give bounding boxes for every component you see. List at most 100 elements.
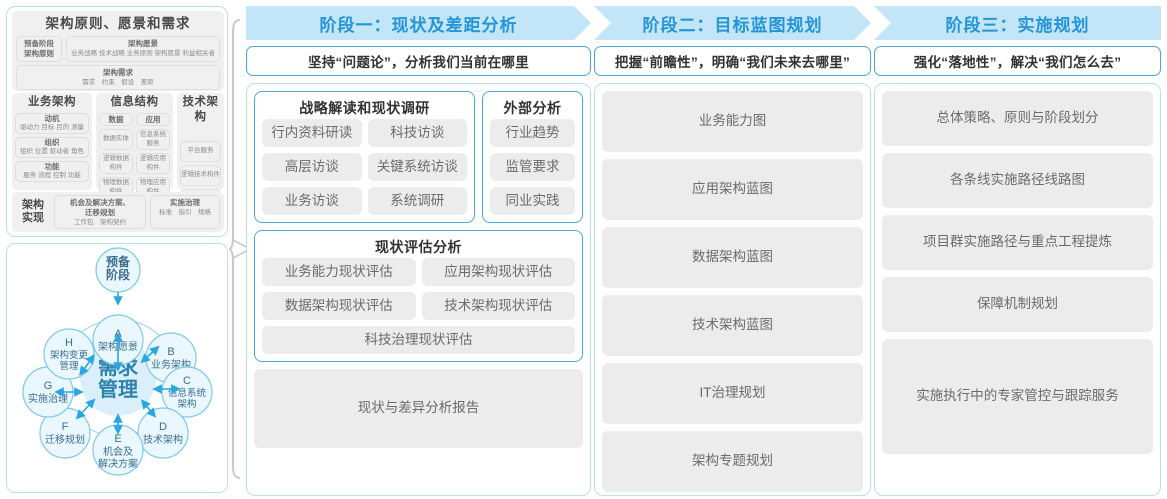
col-header-information: 信息结构 xyxy=(110,96,159,108)
chip-blueprint-3[interactable]: 数据架构蓝图 xyxy=(602,227,863,288)
section-title-principles: 架构原则、愿景和需求 xyxy=(45,16,191,31)
cell-logical-application-component: 逻辑应用构件 xyxy=(136,153,170,174)
chip-strategy-5[interactable]: 业务访谈 xyxy=(262,187,362,215)
phase-3-band-shape xyxy=(874,6,1161,40)
chip-strategy-3[interactable]: 高层访谈 xyxy=(262,153,362,181)
chip-external-3[interactable]: 同业实践 xyxy=(490,187,575,215)
chip-blueprint-5[interactable]: IT治理规划 xyxy=(602,363,863,424)
phase-2-body: 业务能力图 应用架构蓝图 数据架构蓝图 技术架构蓝图 IT治理规划 架构专题规划 xyxy=(594,83,871,496)
phase-2-band-shape xyxy=(594,6,871,40)
cell-physical-app-items: 物理应用构件 xyxy=(140,179,166,195)
adm-center-line-2: 管理 xyxy=(98,377,138,401)
chip-assessment-1[interactable]: 业务能力现状评估 xyxy=(262,258,416,286)
chip-assessment-3[interactable]: 数据架构现状评估 xyxy=(262,292,416,320)
box-preliminary-phase: 预备阶段 架构原则 xyxy=(16,36,62,62)
vision-title: 架构愿景 xyxy=(128,39,158,48)
group-current-state-assessment: 现状评估分析 业务能力现状评估 应用架构现状评估 数据架构现状评估 技术架构现状… xyxy=(254,230,583,362)
adm-node-c-key: C xyxy=(183,375,191,387)
chip-external-2[interactable]: 监管要求 xyxy=(490,153,575,181)
phase-column-3: 阶段三：实施规划 强化“落地性”，解决“我们怎么去” 总体策略、原则与阶段划分 … xyxy=(874,6,1161,496)
adm-node-h-label-1: 架构变更 xyxy=(50,349,89,361)
cell-information-system-service: 信息系统服务 xyxy=(136,129,170,150)
group-strategy-title: 战略解读和现状调研 xyxy=(299,100,430,116)
adm-node-f-key: F xyxy=(62,421,69,433)
cell-function: 功能 服务 流程 控制 功能 xyxy=(15,161,89,182)
cell-organization: 组织 组织 位置 驱动者 角色 xyxy=(15,137,89,158)
cell-data-entity: 数据实体 xyxy=(99,129,133,150)
chip-strategy-2[interactable]: 科技访谈 xyxy=(367,119,467,147)
chip-implementation-1[interactable]: 总体策略、原则与阶段划分 xyxy=(882,91,1153,146)
realization-label-line-2: 实现 xyxy=(22,212,44,224)
chip-assessment-2[interactable]: 应用架构现状评估 xyxy=(421,258,575,286)
adm-node-d-label: 技术架构 xyxy=(143,433,183,446)
chip-strategy-1[interactable]: 行内资料研读 xyxy=(262,119,362,147)
phase-1-top-row: 战略解读和现状调研 行内资料研读 科技访谈 高层访谈 关键系统访谈 业务访谈 系… xyxy=(254,91,583,223)
phase-2-title: 阶段二：目标蓝图规划 xyxy=(642,15,823,35)
phase-3-title: 阶段三：实施规划 xyxy=(945,15,1090,35)
chip-assessment-4[interactable]: 技术架构现状评估 xyxy=(421,292,575,320)
phase-1-body: 战略解读和现状调研 行内资料研读 科技访谈 高层访谈 关键系统访谈 业务访谈 系… xyxy=(246,83,591,496)
chip-implementation-4[interactable]: 保障机制规划 xyxy=(882,277,1153,332)
phase-3-band: 阶段三：实施规划 xyxy=(874,6,1161,40)
box-opportunities-migration: 机会及解决方案、 迁移规划 工作包 架构契约 xyxy=(54,195,146,229)
cell-data-title: 数据 xyxy=(108,114,124,124)
phase-1-subtitle: 坚持“问题论”，分析我们当前在哪里 xyxy=(246,46,591,76)
box-implementation-governance: 实施治理 标准 指引 规格 xyxy=(150,195,220,229)
adm-node-h-label-2: 管理 xyxy=(59,360,79,372)
realization-label: 架构 实现 xyxy=(16,195,50,229)
phase-3-body: 总体策略、原则与阶段划分 各条线实施路径线路图 项目群实施路径与重点工程提炼 保… xyxy=(874,83,1161,496)
group-strategy-research: 战略解读和现状调研 行内资料研读 科技访谈 高层访谈 关键系统访谈 业务访谈 系… xyxy=(254,91,475,223)
information-application-column: 应用 信息系统服务 逻辑应用构件 物理应用构件 xyxy=(136,113,170,198)
section-architecture-principles: 架构原则、愿景和需求 预备阶段 架构原则 架构愿景 业务战略 技术战略 业务原则… xyxy=(12,11,224,91)
adm-node-b-key: B xyxy=(167,346,174,358)
phase-2-item-list: 业务能力图 应用架构蓝图 数据架构蓝图 技术架构蓝图 IT治理规划 架构专题规划 xyxy=(602,91,863,492)
chip-assessment-5[interactable]: 科技治理现状评估 xyxy=(262,326,575,354)
col-header-business: 业务架构 xyxy=(28,96,76,108)
chip-blueprint-1[interactable]: 业务能力图 xyxy=(602,91,863,152)
adm-node-c: C 信息系统 架构 xyxy=(161,366,213,418)
chip-strategy-6[interactable]: 系统调研 xyxy=(367,187,467,215)
cell-data-entity-items: 数据实体 xyxy=(103,135,129,143)
cell-application-header: 应用 xyxy=(136,113,170,126)
chip-blueprint-6[interactable]: 架构专题规划 xyxy=(602,431,863,492)
phase-3-subtitle: 强化“落地性”，解决“我们怎么去” xyxy=(874,46,1161,76)
adm-center-arrows xyxy=(54,332,181,435)
adm-center-circle xyxy=(80,340,156,416)
cell-organization-items: 组织 位置 驱动者 角色 xyxy=(20,148,84,156)
chip-blueprint-4[interactable]: 技术架构蓝图 xyxy=(602,295,863,356)
adm-node-f-label: 迁移规划 xyxy=(45,433,85,446)
box-architecture-vision: 架构愿景 业务战略 技术战略 业务原则 架构愿景 利益相关者 xyxy=(66,36,220,62)
phase-1-title: 阶段一：现状及差距分析 xyxy=(319,15,518,35)
section-architecture-domains: 业务架构 动机 驱动力 目标 目的 测量 组织 组织 位置 驱动者 角色 功能 … xyxy=(12,93,224,210)
chip-external-1[interactable]: 行业趋势 xyxy=(490,119,575,147)
opportunities-title-2: 迁移规划 xyxy=(85,208,115,217)
phase-column-2: 阶段二：目标蓝图规划 把握“前瞻性”，明确“我们未来去哪里” 业务能力图 应用架… xyxy=(594,6,871,496)
phase-2-subtitle: 把握“前瞻性”，明确“我们未来去哪里” xyxy=(594,46,871,76)
cell-application-title: 应用 xyxy=(145,114,161,124)
phase-column-1: 阶段一：现状及差距分析 坚持“问题论”，分析我们当前在哪里 战略解读和现状调研 … xyxy=(246,6,591,496)
adm-prelim-line-1: 预备 xyxy=(106,254,131,269)
adm-node-e: E 机会及 解决方案 xyxy=(92,424,144,476)
chip-blueprint-2[interactable]: 应用架构蓝图 xyxy=(602,159,863,220)
chip-implementation-5[interactable]: 实施执行中的专家管控与跟踪服务 xyxy=(882,339,1153,454)
cell-platform-service-items: 平台服务 xyxy=(187,147,214,155)
strategy-item-grid: 行内资料研读 科技访谈 高层访谈 关键系统访谈 业务访谈 系统调研 xyxy=(262,119,467,215)
chip-implementation-2[interactable]: 各条线实施路径线路图 xyxy=(882,153,1153,208)
cell-motivation-title: 动机 xyxy=(44,114,60,124)
adm-node-c-label-2: 架构 xyxy=(177,398,196,410)
chip-gap-analysis-report[interactable]: 现状与差异分析报告 xyxy=(254,369,583,448)
cell-motivation-items: 驱动力 目标 目的 测量 xyxy=(20,124,84,132)
cell-data-header: 数据 xyxy=(99,113,133,126)
adm-node-e-label-2: 解决方案 xyxy=(98,457,138,470)
requirement-title: 架构需求 xyxy=(103,68,133,77)
chip-strategy-4[interactable]: 关键系统访谈 xyxy=(367,153,467,181)
adm-node-d-key: D xyxy=(159,421,167,433)
requirement-items: 需求 约束 假设 差距 xyxy=(82,79,154,86)
phase-1-band: 阶段一：现状及差距分析 xyxy=(246,6,591,40)
adm-prelim-line-2: 阶段 xyxy=(106,267,131,282)
chip-implementation-3[interactable]: 项目群实施路径与重点工程提炼 xyxy=(882,215,1153,270)
cell-physical-data-items: 物理数据构件 xyxy=(103,179,129,195)
section-architecture-realization: 架构 实现 机会及解决方案、 迁移规划 工作包 架构契约 实施治理 标准 指引 … xyxy=(12,192,224,232)
external-item-list: 行业趋势 监管要求 同业实践 xyxy=(490,119,575,215)
